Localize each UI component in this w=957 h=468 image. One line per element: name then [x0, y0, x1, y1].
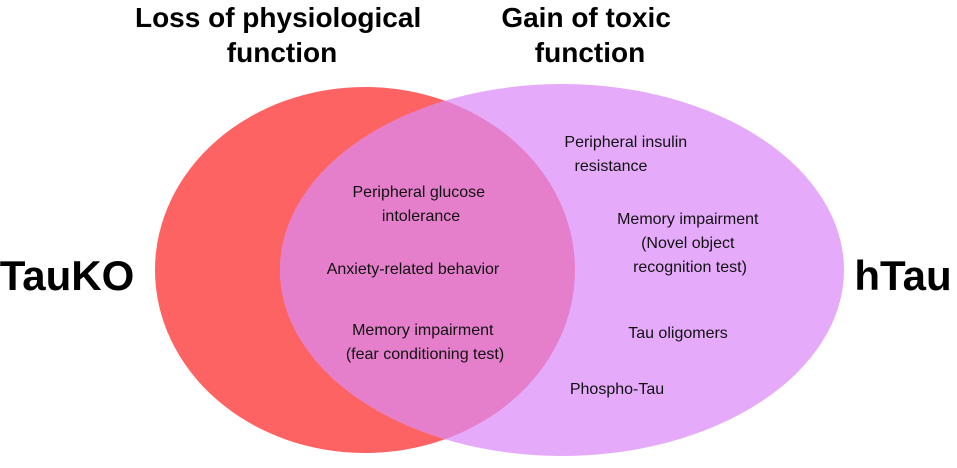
header-left-line-1: Loss of physiological	[135, 2, 421, 33]
set-label-htau: hTau	[854, 252, 951, 299]
right-item-memory-novel: Memory impairment (Novel object recognit…	[617, 211, 763, 276]
overlap-item-glucose-line-1: Peripheral glucose	[353, 184, 486, 201]
overlap-item-glucose-line-2: intolerance	[382, 208, 460, 225]
right-item-phospho-line-1: Phospho-Tau	[570, 381, 664, 398]
right-item-memory-novel-line-3: recognition test)	[633, 259, 747, 276]
right-item-insulin-line-1: Peripheral insulin	[564, 134, 687, 151]
set-label-taukO: TauKO	[0, 252, 134, 299]
right-item-insulin: Peripheral insulin resistance	[564, 134, 691, 175]
header-left: Loss of physiological function	[135, 2, 429, 68]
overlap-item-glucose: Peripheral glucose intolerance	[353, 184, 490, 225]
right-item-memory-novel-line-2: (Novel object	[641, 235, 735, 252]
header-left-line-2: function	[227, 37, 337, 68]
right-item-memory-novel-line-1: Memory impairment	[617, 211, 759, 228]
right-item-oligomers-line-1: Tau oligomers	[628, 325, 728, 342]
header-right-line-2: function	[535, 37, 645, 68]
overlap-item-anxiety-line-1: Anxiety-related behavior	[327, 261, 500, 278]
header-right: Gain of toxic function	[501, 2, 678, 68]
overlap-item-memory-fear-line-2: (fear conditioning test)	[346, 346, 504, 363]
header-right-line-1: Gain of toxic	[501, 2, 671, 33]
right-item-oligomers: Tau oligomers	[628, 325, 728, 342]
overlap-item-memory-fear: Memory impairment (fear conditioning tes…	[346, 322, 504, 363]
right-item-phospho: Phospho-Tau	[570, 381, 664, 398]
overlap-item-memory-fear-line-1: Memory impairment	[352, 322, 494, 339]
overlap-item-anxiety: Anxiety-related behavior	[327, 261, 500, 278]
set-overlap-region	[280, 87, 575, 453]
right-item-insulin-line-2: resistance	[575, 158, 648, 175]
